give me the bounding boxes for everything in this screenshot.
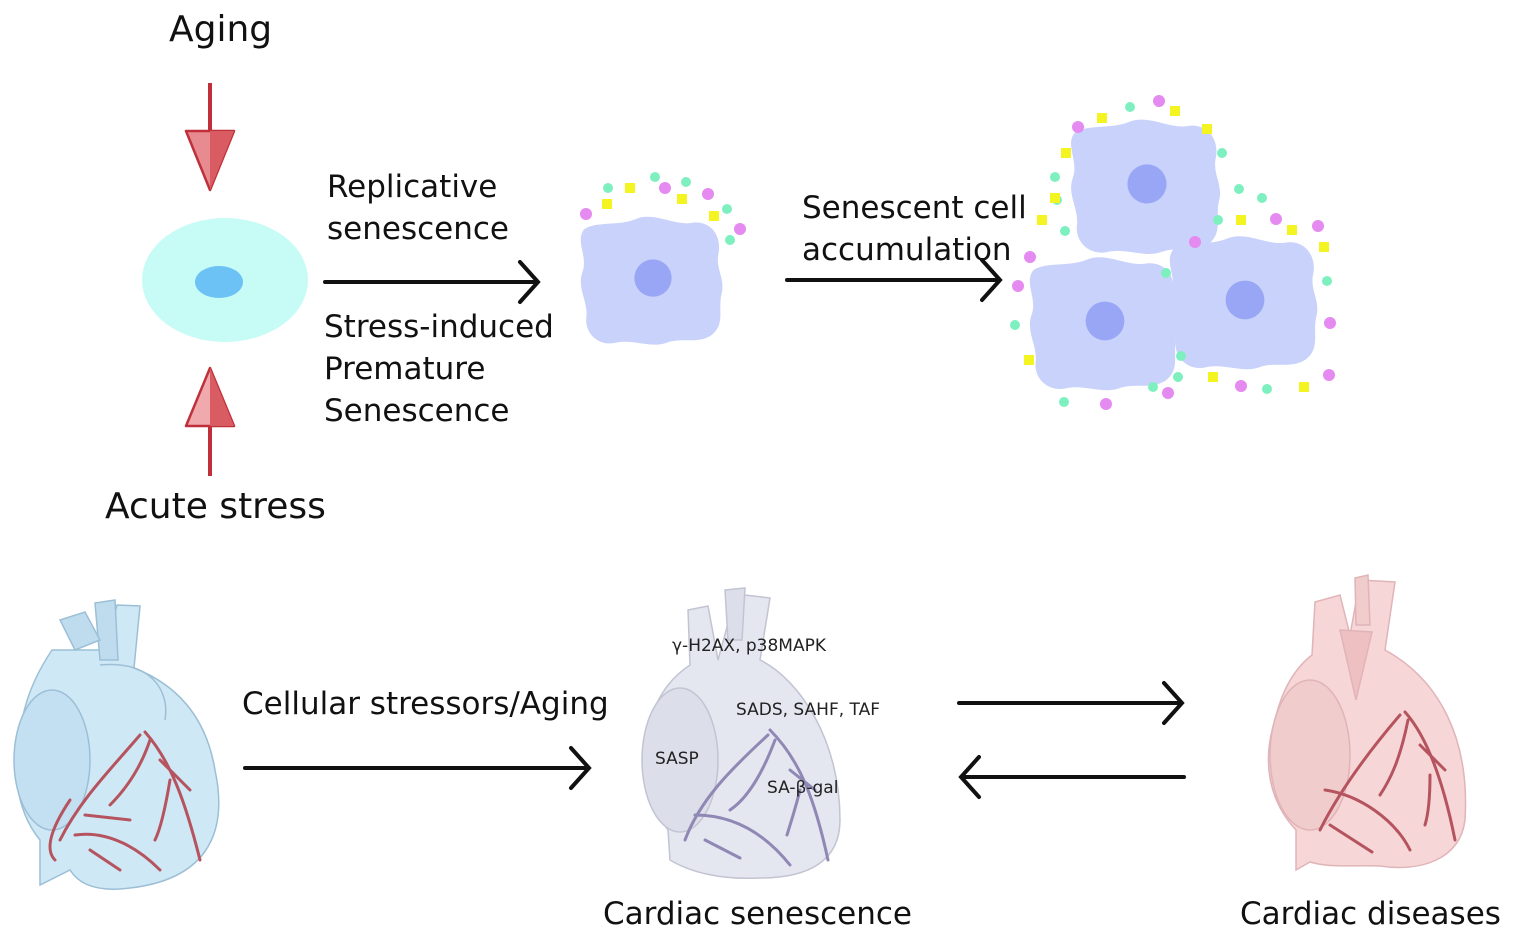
acute-stress-label: Acute stress (105, 486, 326, 527)
diseased-heart-vessels (1318, 710, 1457, 854)
stress-induced-senescence-label: Stress-induced Premature Senescence (324, 309, 554, 429)
acute-stress-arrow (184, 366, 236, 476)
marker-sabgal-label: SA-β-gal (767, 778, 839, 798)
senescence-arrow (323, 260, 541, 304)
aging-label: Aging (169, 9, 273, 50)
senescent-heart-vessels (683, 728, 830, 867)
marker-sads-label: SADS, SAHF, TAF (736, 700, 881, 720)
senescent-heart (641, 587, 841, 880)
diseased-heart (1267, 574, 1467, 872)
sasp-particles-cluster (1010, 95, 1336, 410)
senescent-cell (580, 216, 723, 345)
cardiac-senescence-label: Cardiac senescence (603, 896, 913, 932)
senescent-cell-cluster (1029, 119, 1318, 391)
cardiac-diseases-label: Cardiac diseases (1240, 896, 1501, 932)
healthy-heart (13, 599, 220, 890)
healthy-heart-vessels (48, 730, 202, 872)
forward-disease-arrow (957, 681, 1185, 725)
stressors-arrow (243, 746, 592, 790)
cellular-stressors-label: Cellular stressors/Aging (242, 686, 609, 722)
aging-arrow (184, 83, 236, 192)
backward-disease-arrow (958, 755, 1186, 799)
marker-gh2ax-label: γ-H2AX, p38MAPK (672, 636, 826, 656)
normal-cell (142, 218, 308, 342)
sasp-particles-single (580, 172, 746, 245)
accumulation-label: Senescent cell accumulation (802, 190, 1027, 268)
accumulation-arrow (785, 258, 1003, 302)
marker-sasp-label: SASP (655, 749, 699, 769)
replicative-senescence-label: Replicative senescence (327, 169, 509, 247)
